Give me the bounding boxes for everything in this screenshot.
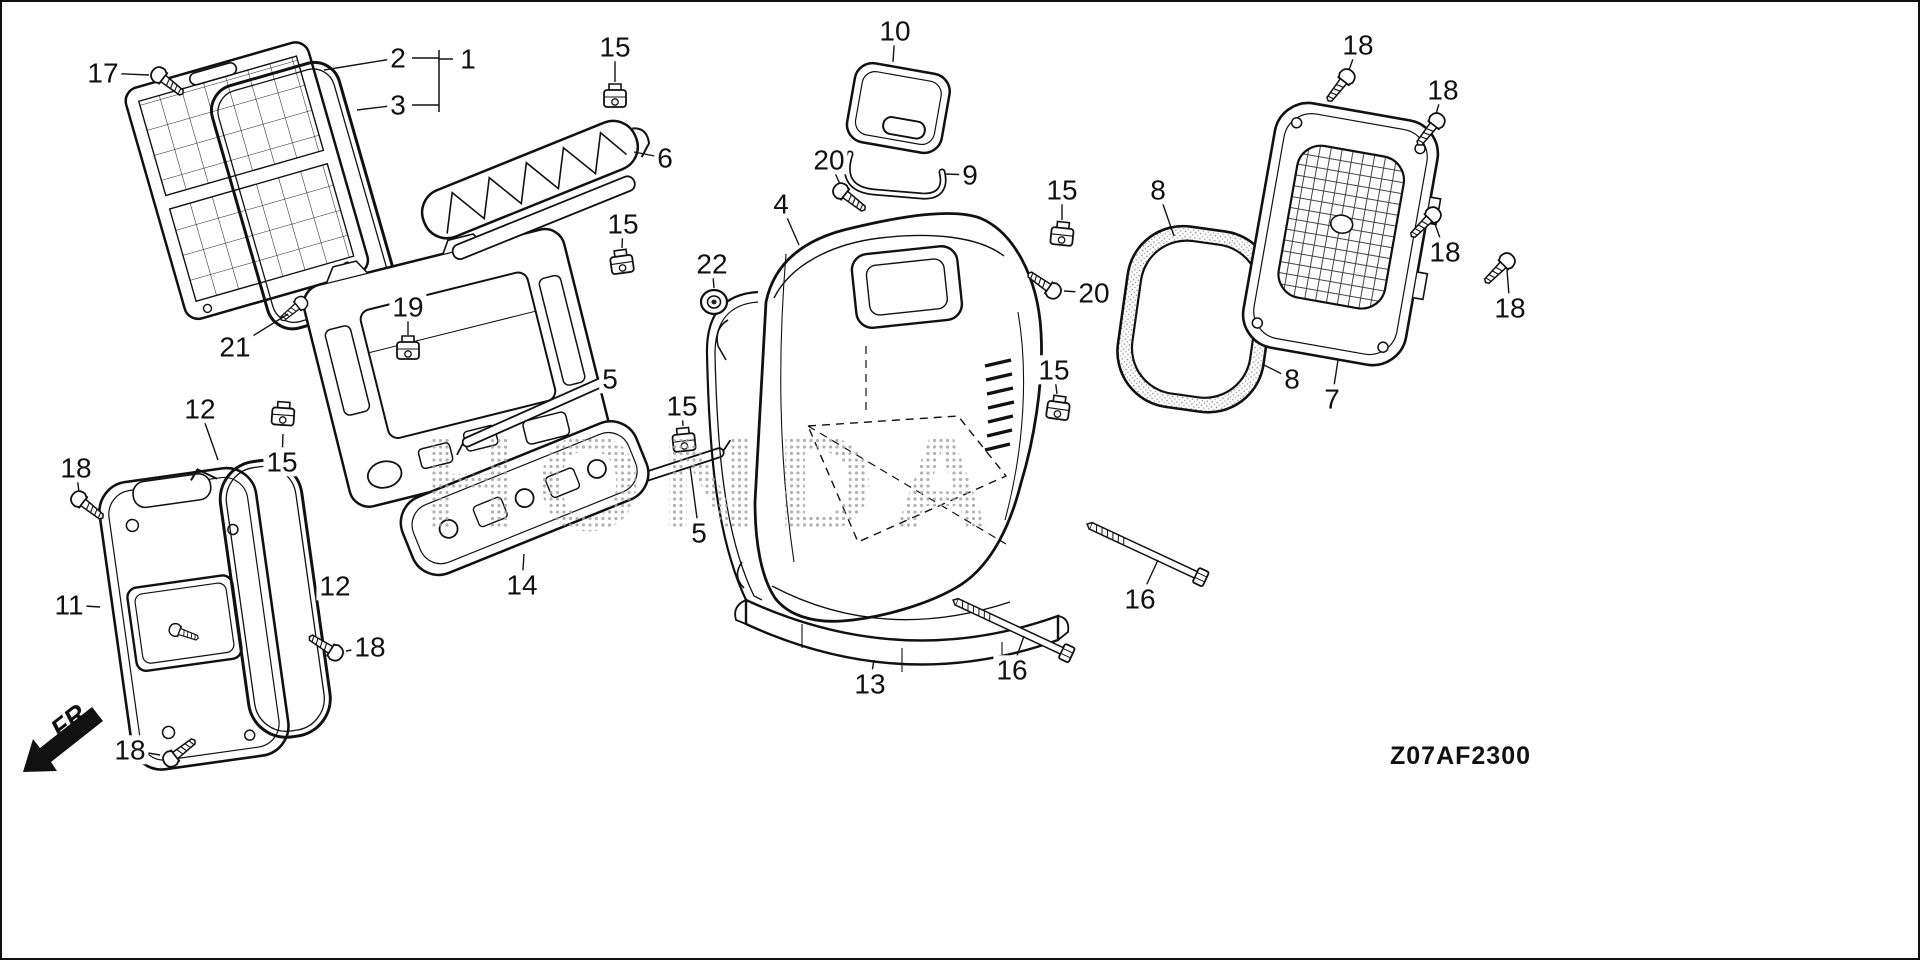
- part-lower-trim: [734, 598, 1070, 672]
- part-top-bracket: [420, 119, 651, 260]
- clip-15-b: [1049, 220, 1076, 248]
- leader-line-4: [780, 203, 800, 246]
- grommet-22: [699, 288, 729, 316]
- leader-line-3: [356, 104, 399, 111]
- leader-line-15: [621, 223, 624, 249]
- leader-line-15: [281, 433, 284, 463]
- leader-line-9: [945, 173, 971, 176]
- leader-line-20: [1063, 290, 1095, 294]
- part-left-cover-seal: [190, 458, 332, 739]
- leader-line-15: [681, 405, 684, 427]
- part-left-cover: [98, 466, 290, 771]
- leader-line-18: [1435, 89, 1444, 115]
- part-right-cover: [1241, 101, 1442, 367]
- leader-line-16: [1139, 559, 1159, 600]
- leader-line-12: [313, 585, 336, 588]
- part-cover-gasket: [1116, 224, 1276, 414]
- watermark: HONDA: [420, 407, 1009, 559]
- leader-line-18: [75, 467, 80, 493]
- clip-15-d: [1044, 393, 1072, 422]
- bolt-16-a: [1082, 515, 1211, 588]
- leader-line-20: [828, 159, 841, 185]
- leader-line-15: [1053, 369, 1058, 395]
- clip-15-a: [603, 83, 627, 108]
- leader-line-2: [323, 57, 399, 71]
- part-side-cover: [753, 212, 1043, 623]
- leader-line-18: [1506, 269, 1511, 309]
- leader-line-18: [1434, 223, 1446, 253]
- leader-line-22: [711, 263, 715, 289]
- part-lower-bracket: [399, 420, 650, 577]
- leader-line-10: [892, 30, 896, 63]
- callout-bracket-1-2-3: [412, 50, 453, 112]
- leader-line-7: [1331, 359, 1339, 400]
- part-cap-seal: [843, 150, 947, 200]
- leader-line-6: [633, 151, 666, 159]
- leader-line-8: [1261, 363, 1293, 380]
- clip-15-c: [608, 247, 636, 276]
- leader-line-21: [234, 313, 289, 348]
- leader-line-17: [102, 72, 150, 76]
- leader-line-18: [1348, 44, 1359, 71]
- leader-line-18: [345, 646, 371, 652]
- part-maintenance-cap: [845, 61, 951, 155]
- leader-line-11: [68, 604, 101, 608]
- leader-line-12: [199, 408, 219, 461]
- clip-15-f: [270, 400, 296, 427]
- diagram-code: Z07AF2300: [1390, 742, 1532, 770]
- screw-18-d: [1478, 249, 1519, 290]
- front-direction-arrow: [23, 707, 103, 772]
- leader-line-13: [869, 659, 875, 685]
- screw-18-a: [1320, 65, 1359, 107]
- part-front-grid-panel: [124, 41, 370, 321]
